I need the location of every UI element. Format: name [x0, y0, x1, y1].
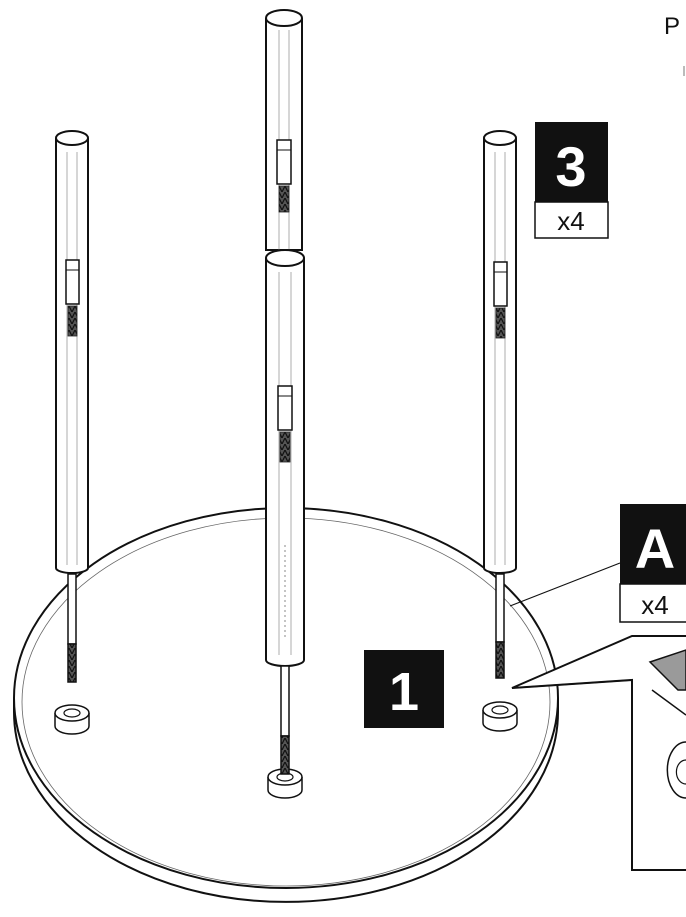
part-3-qty: x4 — [557, 206, 584, 236]
part-a-letter: A — [635, 517, 675, 580]
bushing-right — [482, 701, 518, 732]
step-number: 1 — [389, 662, 419, 722]
corner-text: P — [664, 13, 680, 40]
part-a-label: A x4 — [509, 504, 686, 623]
leg-right — [483, 130, 517, 574]
detail-callout — [511, 635, 686, 871]
rod-left — [67, 573, 77, 683]
part-3-number: 3 — [555, 135, 586, 198]
leg-back — [265, 9, 303, 251]
rod-front — [280, 665, 290, 775]
leg-front — [265, 249, 305, 667]
bushing-left — [54, 704, 90, 735]
rod-right — [495, 573, 505, 679]
step-1-label: 1 — [364, 650, 444, 728]
detail-washer — [648, 649, 686, 691]
leg-left — [55, 130, 89, 574]
part-3-label: 3 x4 — [534, 122, 609, 239]
leader-line — [509, 562, 621, 607]
bushing-front — [267, 768, 303, 799]
part-a-qty: x4 — [641, 590, 668, 620]
